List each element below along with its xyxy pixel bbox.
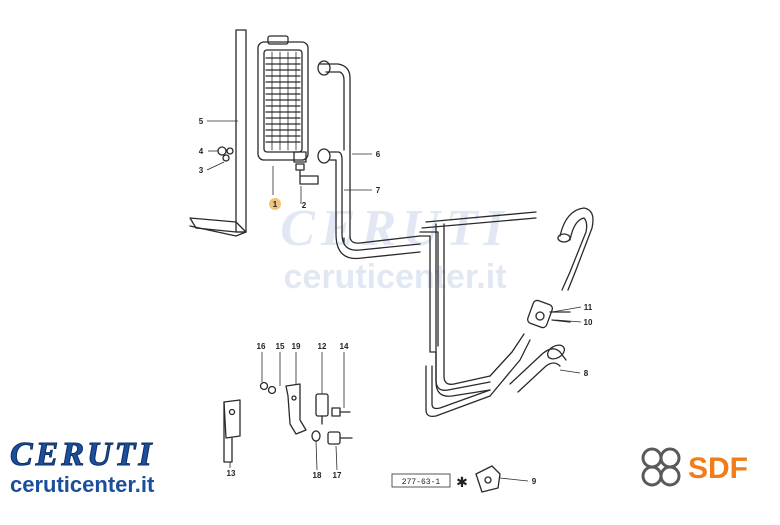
hose-lower bbox=[509, 344, 567, 393]
callout-4: 4 bbox=[199, 147, 204, 156]
sdf-logo-text: SDF bbox=[688, 452, 748, 485]
screw-14 bbox=[331, 407, 351, 417]
washer-15-16 bbox=[259, 381, 277, 395]
callout-8: 8 bbox=[584, 369, 589, 378]
bracket-13 bbox=[223, 399, 241, 463]
hose-clamp bbox=[526, 299, 571, 329]
ceruti-logo: CERUTI ceruticenter.it bbox=[10, 436, 155, 498]
hose-upper bbox=[557, 207, 594, 291]
nut-washer bbox=[217, 146, 234, 162]
callout-1-highlight bbox=[269, 198, 281, 210]
callout-15: 15 bbox=[276, 342, 285, 351]
pipe-upper bbox=[317, 60, 351, 211]
clip-12 bbox=[315, 393, 329, 425]
pipe-return bbox=[343, 209, 537, 418]
oil-cooler bbox=[257, 35, 309, 163]
callout-17: 17 bbox=[333, 471, 342, 480]
bracket-19 bbox=[285, 383, 307, 435]
watermark-brand: CERUTI bbox=[280, 200, 510, 257]
leader-lines bbox=[206, 120, 582, 482]
callout-5: 5 bbox=[199, 117, 204, 126]
ceruti-site-text: ceruticenter.it bbox=[10, 472, 155, 497]
watermark-site: ceruticenter.it bbox=[284, 258, 507, 296]
callout-12: 12 bbox=[318, 342, 327, 351]
callout-10: 10 bbox=[584, 318, 593, 327]
pipe-lower bbox=[317, 148, 421, 260]
screw-17 bbox=[327, 431, 353, 445]
callout-numbers: 1 2 3 4 5 6 7 8 9 10 11 12 13 14 15 16 1… bbox=[199, 117, 593, 486]
callout-14: 14 bbox=[340, 342, 349, 351]
callout-6: 6 bbox=[376, 150, 381, 159]
callout-7: 7 bbox=[376, 186, 381, 195]
mounting-bracket bbox=[189, 29, 247, 237]
diagram-reference-text: 277-63-1 bbox=[402, 478, 441, 487]
sdf-logo-icon bbox=[641, 447, 681, 487]
callout-9: 9 bbox=[532, 477, 537, 486]
callout-1: 1 bbox=[273, 200, 278, 209]
watermark: CERUTI ceruticenter.it bbox=[280, 200, 510, 296]
sdf-logo: SDF bbox=[641, 447, 748, 487]
callout-16: 16 bbox=[257, 342, 266, 351]
asterisk-mark: ✱ bbox=[456, 475, 468, 491]
diagram-reference: 277-63-1 ✱ bbox=[391, 473, 468, 491]
callout-2: 2 bbox=[302, 201, 307, 210]
callout-11: 11 bbox=[584, 303, 593, 312]
ceruti-logo-text: CERUTI bbox=[10, 436, 155, 473]
diagram-reference-box bbox=[391, 473, 451, 488]
washer-18 bbox=[311, 430, 321, 442]
bolt-2 bbox=[295, 163, 319, 185]
callout-13: 13 bbox=[227, 469, 236, 478]
part-9 bbox=[475, 465, 501, 493]
callout-19: 19 bbox=[292, 342, 301, 351]
callout-18: 18 bbox=[313, 471, 322, 480]
callout-3: 3 bbox=[199, 166, 204, 175]
